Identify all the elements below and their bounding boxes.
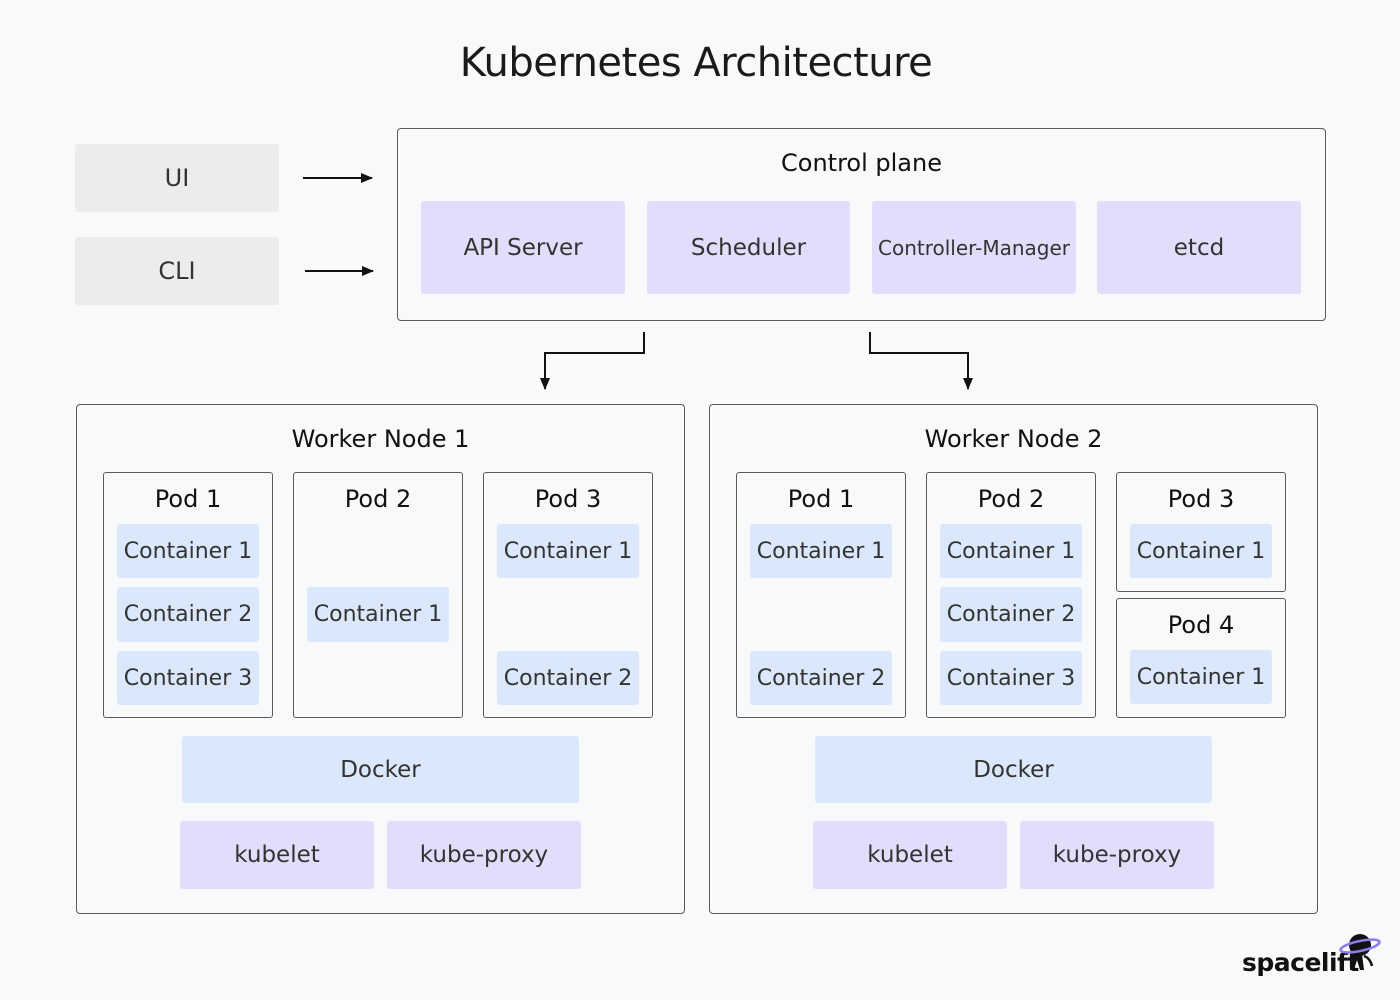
wn1-pod-1-container-1: Container 1 bbox=[117, 524, 259, 578]
wn2-docker-runtime: Docker bbox=[815, 736, 1212, 803]
wn2-pod-3-label: Pod 3 bbox=[1167, 485, 1235, 513]
container-label: Container 1 bbox=[123, 538, 253, 564]
container-label: Container 3 bbox=[946, 665, 1076, 691]
cli-client-label: CLI bbox=[158, 257, 196, 285]
wn2-kube-proxy: kube-proxy bbox=[1020, 821, 1214, 889]
kubelet-label: kubelet bbox=[867, 842, 953, 868]
container-label: Container 2 bbox=[756, 665, 886, 691]
kubelet-label: kubelet bbox=[234, 842, 320, 868]
container-label: Container 2 bbox=[503, 665, 633, 691]
container-label: Container 1 bbox=[946, 538, 1076, 564]
wn2-pod-1: Pod 1 bbox=[736, 472, 906, 718]
brand-name: spacelift bbox=[1242, 948, 1359, 977]
wn2-pod-2-container-1: Container 1 bbox=[940, 524, 1082, 578]
wn1-pod-1-container-3: Container 3 bbox=[117, 651, 259, 705]
docker-label: Docker bbox=[973, 756, 1054, 783]
ui-client-label: UI bbox=[164, 164, 190, 192]
controller-manager-label: Controller-Manager bbox=[878, 235, 1070, 260]
kube-proxy-label: kube-proxy bbox=[419, 842, 549, 868]
wn1-pod-1-container-2: Container 2 bbox=[117, 587, 259, 642]
container-label: Container 1 bbox=[1136, 664, 1266, 690]
container-label: Container 1 bbox=[313, 602, 443, 627]
cli-client-box: CLI bbox=[75, 237, 279, 305]
etcd-box: etcd bbox=[1097, 201, 1301, 294]
wn2-pod-1-container-2: Container 2 bbox=[750, 651, 892, 705]
wn2-pod-1-label: Pod 1 bbox=[787, 485, 855, 513]
wn1-pod-1: Pod 1 bbox=[103, 472, 273, 718]
wn2-pod-2-container-2: Container 2 bbox=[940, 587, 1082, 642]
ui-client-box: UI bbox=[75, 144, 279, 212]
container-label: Container 1 bbox=[503, 538, 633, 564]
diagram-title: Kubernetes Architecture bbox=[459, 40, 933, 86]
wn1-docker-runtime: Docker bbox=[182, 736, 579, 803]
container-label: Container 2 bbox=[123, 602, 253, 627]
worker-node-1-label: Worker Node 1 bbox=[291, 425, 470, 453]
spacelift-logo: spacelift bbox=[1240, 930, 1385, 980]
wn2-pod-2-container-3: Container 3 bbox=[940, 651, 1082, 705]
api-server-label: API Server bbox=[463, 234, 583, 261]
worker-node-2-label: Worker Node 2 bbox=[924, 425, 1103, 453]
control-plane-to-worker-2-arrow bbox=[869, 332, 973, 390]
wn1-pod-3-container-2: Container 2 bbox=[497, 651, 639, 705]
wn2-pod-1-container-1: Container 1 bbox=[750, 524, 892, 578]
control-plane-label: Control plane bbox=[781, 149, 942, 177]
wn1-pod-3: Pod 3 bbox=[483, 472, 653, 718]
wn2-pod-4: Pod 4 bbox=[1116, 598, 1286, 718]
control-plane-to-worker-1-arrow bbox=[540, 332, 645, 390]
container-label: Container 1 bbox=[756, 538, 886, 564]
docker-label: Docker bbox=[340, 756, 421, 783]
scheduler-label: Scheduler bbox=[690, 234, 807, 261]
wn2-pod-4-label: Pod 4 bbox=[1167, 611, 1235, 639]
wn1-pod-3-container-1: Container 1 bbox=[497, 524, 639, 578]
etcd-label: etcd bbox=[1173, 234, 1225, 261]
wn2-pod-2-label: Pod 2 bbox=[977, 485, 1045, 513]
wn2-pod-2: Pod 2 bbox=[926, 472, 1096, 718]
scheduler-box: Scheduler bbox=[647, 201, 850, 294]
wn1-pod-3-label: Pod 3 bbox=[534, 485, 602, 513]
wn1-pod-2-container-1: Container 1 bbox=[307, 587, 449, 642]
api-server-box: API Server bbox=[421, 201, 625, 294]
container-label: Container 3 bbox=[123, 665, 253, 691]
wn1-kube-proxy: kube-proxy bbox=[387, 821, 581, 889]
wn2-kubelet: kubelet bbox=[813, 821, 1007, 889]
wn1-pod-2: Pod 2 bbox=[293, 472, 463, 718]
container-label: Container 2 bbox=[946, 602, 1076, 627]
wn1-kubelet: kubelet bbox=[180, 821, 374, 889]
wn2-pod-4-container-1: Container 1 bbox=[1130, 650, 1272, 704]
wn1-pod-1-label: Pod 1 bbox=[154, 485, 222, 513]
wn2-pod-3: Pod 3 bbox=[1116, 472, 1286, 592]
kube-proxy-label: kube-proxy bbox=[1052, 842, 1182, 868]
controller-manager-box: Controller-Manager bbox=[872, 201, 1076, 294]
wn2-pod-3-container-1: Container 1 bbox=[1130, 524, 1272, 578]
wn1-pod-2-label: Pod 2 bbox=[344, 485, 412, 513]
container-label: Container 1 bbox=[1136, 538, 1266, 564]
astronaut-planet-icon bbox=[1339, 934, 1381, 970]
